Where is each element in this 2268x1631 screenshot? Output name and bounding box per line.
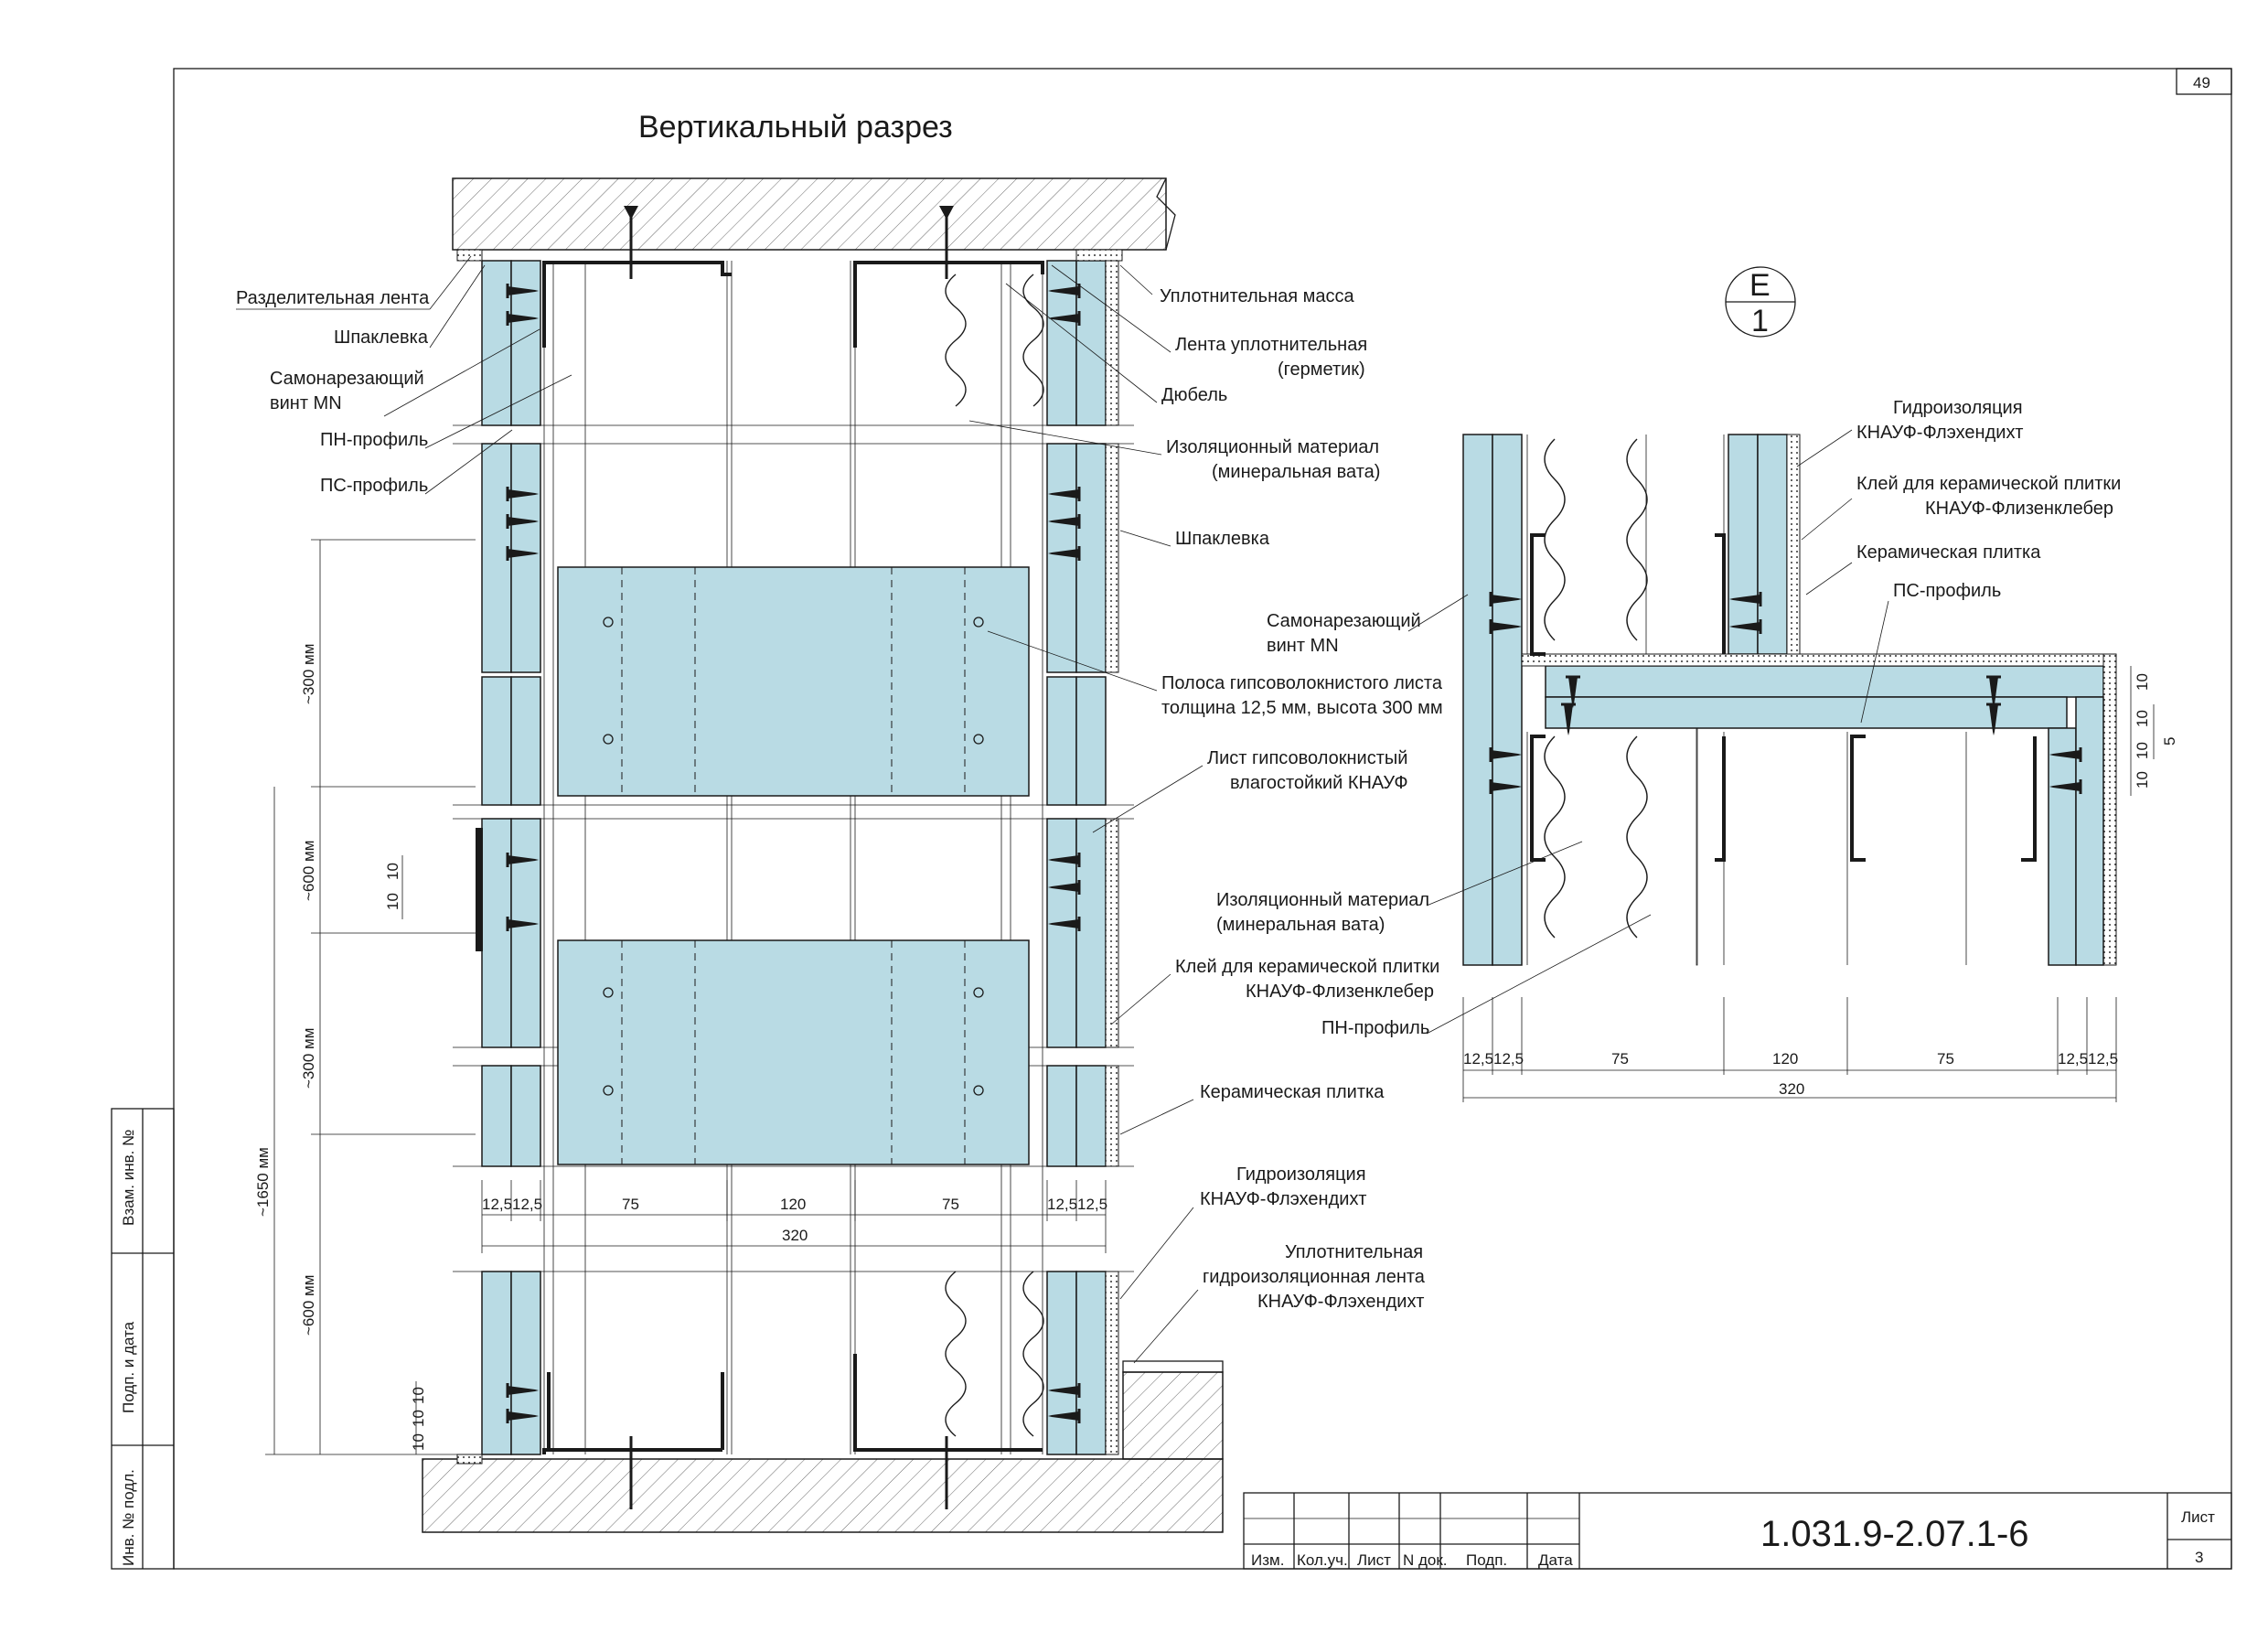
dim-v300-a: ~300 мм xyxy=(300,644,317,704)
detail-dim-10-b: 10 xyxy=(2134,710,2151,727)
detail-label-glue-2: КНАУФ-Флизенклебер xyxy=(1925,499,2113,519)
detail-dim-320: 320 xyxy=(1779,1080,1804,1098)
label-sealing-mass: Уплотнительная масса xyxy=(1160,286,1355,306)
detail-e1: 12,5 12,5 75 120 75 12,5 12,5 320 10 10 … xyxy=(1216,398,2178,1102)
vertical-section xyxy=(422,177,1224,1533)
detail-dim-120: 120 xyxy=(1772,1050,1798,1068)
detail-dim-10-d: 10 xyxy=(2134,771,2151,789)
dim-12-5-a: 12,5 xyxy=(482,1196,512,1213)
stamp-col-data: Дата xyxy=(1538,1551,1573,1569)
sheet-label: Лист xyxy=(2181,1508,2215,1526)
dim-v600-b: ~600 мм xyxy=(300,1275,317,1336)
dim-12-5-d: 12,5 xyxy=(1077,1196,1107,1213)
section-mark: E 1 xyxy=(1725,266,1796,338)
dowels xyxy=(624,206,954,1509)
side-stamp-date: Подп. и дата xyxy=(120,1321,137,1413)
stamp-col-kol: Кол.уч. xyxy=(1297,1551,1348,1569)
right-boards xyxy=(1046,260,1119,1455)
dim-75-a: 75 xyxy=(622,1196,639,1213)
title-block: Изм. Кол.уч. Лист N док. Подп. Дата 1.03… xyxy=(1243,1492,2232,1570)
stamp-col-list: Лист xyxy=(1357,1551,1391,1569)
label-insulation-2: (минеральная вата) xyxy=(1212,462,1380,482)
label-tile: Керамическая плитка xyxy=(1200,1082,1385,1102)
detail-dim-5: 5 xyxy=(2161,737,2178,746)
label-insulation-1: Изоляционный материал xyxy=(1166,437,1379,457)
detail-label-waterproof-1: Гидроизоляция xyxy=(1893,398,2023,418)
detail-label-insulation-1: Изоляционный материал xyxy=(1216,890,1429,910)
label-putty: Шпаклевка xyxy=(334,327,429,348)
stamp-col-izm: Изм. xyxy=(1251,1551,1284,1569)
dim-120: 120 xyxy=(780,1196,806,1213)
stamp-col-ndoc: N док. xyxy=(1403,1551,1448,1569)
dim-10-a: 10 xyxy=(384,863,401,880)
drawing-title: Вертикальный разрез xyxy=(638,110,953,145)
side-stamp-replace: Взам. инв. № xyxy=(120,1130,137,1226)
dim-v600-a: ~600 мм xyxy=(300,841,317,901)
label-waterproof-2: КНАУФ-Флэхендихт xyxy=(1200,1189,1366,1209)
left-dimensions: ~300 мм ~600 мм ~300 мм ~600 мм ~1650 мм… xyxy=(254,539,476,1455)
label-waterproof-1: Гидроизоляция xyxy=(1236,1164,1366,1185)
detail-label-ps-profile: ПС-профиль xyxy=(1893,581,2001,601)
detail-dim-10-c: 10 xyxy=(2134,742,2151,759)
detail-label-insulation-2: (минеральная вата) xyxy=(1216,915,1385,935)
label-strip-2: толщина 12,5 мм, высота 300 мм xyxy=(1161,698,1443,718)
page-number: 49 xyxy=(2193,74,2210,91)
detail-dim-12-5-d: 12,5 xyxy=(2088,1050,2118,1068)
label-pn-profile: ПН-профиль xyxy=(320,430,428,450)
dim-12-5-b: 12,5 xyxy=(512,1196,542,1213)
detail-dim-10-a: 10 xyxy=(2134,673,2151,691)
side-stamp-inv: Инв. № подл. xyxy=(120,1469,137,1566)
dim-10-c: 10 xyxy=(410,1387,427,1404)
gypsum-strips xyxy=(557,566,1030,1165)
label-sealing-tape-2: (герметик) xyxy=(1278,359,1365,380)
label-glue-2: КНАУФ-Флизенклебер xyxy=(1246,982,1434,1002)
detail-label-screw-2: винт MN xyxy=(1267,636,1339,656)
detail-dim-12-5-b: 12,5 xyxy=(1493,1050,1524,1068)
detail-dim-12-5-a: 12,5 xyxy=(1463,1050,1493,1068)
studs xyxy=(543,261,1043,1454)
label-ps-profile: ПС-профиль xyxy=(320,476,428,496)
detail-label-screw-1: Самонарезающий xyxy=(1267,611,1421,631)
dim-10-d: 10 xyxy=(410,1410,427,1427)
section-mark-number: 1 xyxy=(1751,304,1769,338)
label-putty-2: Шпаклевка xyxy=(1175,529,1270,549)
label-screw-2: винт MN xyxy=(270,393,342,413)
dim-10-e: 10 xyxy=(410,1433,427,1451)
label-sealing-tape-1: Лента уплотнительная xyxy=(1175,335,1367,355)
dim-v300-b: ~300 мм xyxy=(300,1028,317,1089)
left-callouts: Разделительная лента Шпаклевка Самонарез… xyxy=(236,255,572,496)
section-width-dimensions: 12,5 12,5 75 120 75 12,5 12,5 320 xyxy=(481,1180,1107,1253)
right-callouts: Уплотнительная масса Лента уплотнительна… xyxy=(968,264,1443,1364)
section-mark-letter: E xyxy=(1749,268,1771,303)
label-glue-1: Клей для керамической плитки xyxy=(1175,957,1439,977)
label-tape-1: Уплотнительная xyxy=(1285,1242,1423,1262)
detail-dim-75-b: 75 xyxy=(1937,1050,1954,1068)
dim-320: 320 xyxy=(782,1227,808,1244)
label-tape-2: гидроизоляционная лента xyxy=(1203,1267,1426,1287)
label-tape-3: КНАУФ-Флэхендихт xyxy=(1257,1292,1424,1312)
label-sheet-2: влагостойкий КНАУФ xyxy=(1230,773,1408,793)
label-strip-1: Полоса гипсоволокнистого листа xyxy=(1161,673,1443,693)
label-separating-tape: Разделительная лента xyxy=(236,288,430,308)
sheet-number: 3 xyxy=(2195,1549,2203,1566)
dim-10-b: 10 xyxy=(384,893,401,910)
label-dowel: Дюбель xyxy=(1161,385,1227,405)
stamp-col-podp: Подп. xyxy=(1466,1551,1507,1569)
detail-label-glue-1: Клей для керамической плитки xyxy=(1856,474,2121,494)
document-code: 1.031.9-2.07.1-6 xyxy=(1760,1514,2029,1554)
dim-12-5-c: 12,5 xyxy=(1047,1196,1077,1213)
label-sheet-1: Лист гипсоволокнистый xyxy=(1207,748,1407,768)
label-screw-1: Самонарезающий xyxy=(270,369,424,389)
detail-label-pn-profile: ПН-профиль xyxy=(1321,1018,1429,1038)
dim-v1650: ~1650 мм xyxy=(254,1147,272,1217)
detail-dim-12-5-c: 12,5 xyxy=(2058,1050,2088,1068)
detail-label-waterproof-2: КНАУФ-Флэхендихт xyxy=(1856,423,2023,443)
detail-dim-75-a: 75 xyxy=(1611,1050,1629,1068)
dim-75-b: 75 xyxy=(942,1196,959,1213)
sheet-frame: 49 Инв. № подл. Подп. и дата Взам. инв. … xyxy=(111,68,2232,1570)
detail-label-tile: Керамическая плитка xyxy=(1856,542,2041,563)
